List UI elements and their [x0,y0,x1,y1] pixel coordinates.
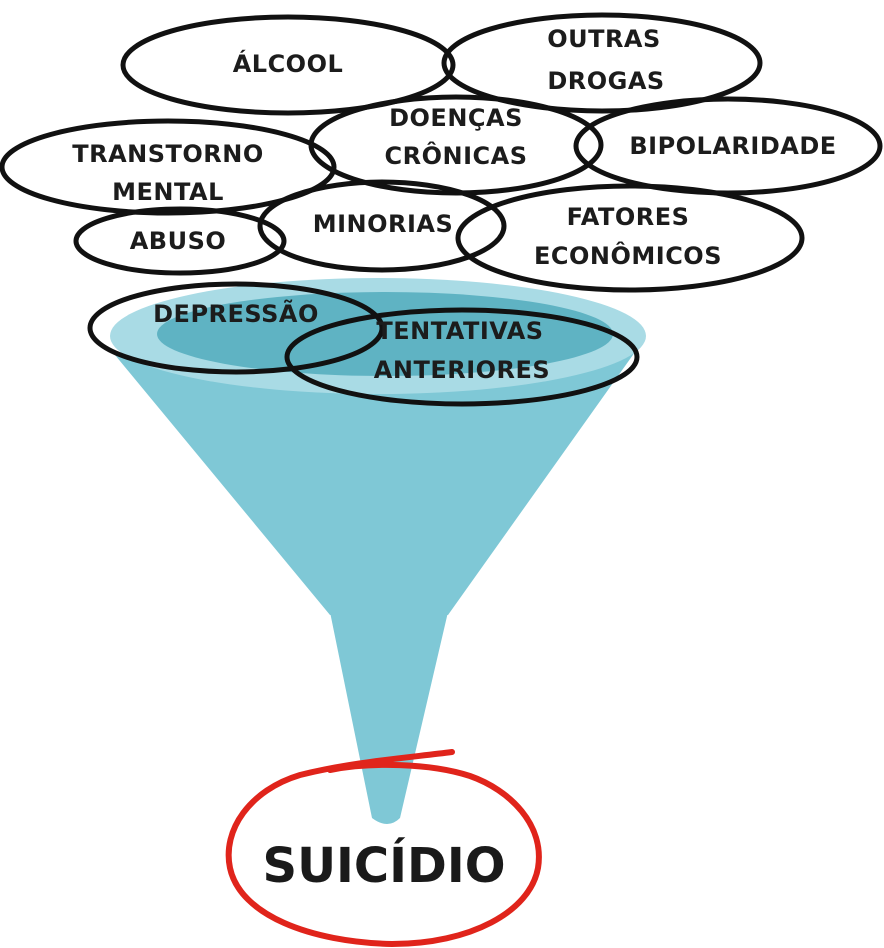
label-transtorno-mental-2: MENTAL [112,178,224,206]
funnel-cone [115,345,640,615]
label-fatores-economicos-2: ECONÔMICOS [534,240,722,270]
outcome: SUICÍDIO [225,749,542,948]
label-doencas-cronicas-line2: CRÔNICAS [385,140,528,170]
label-bipolaridade: BIPOLARIDADE [629,132,836,160]
ellipse-depressao [87,281,385,375]
factor-ellipses [0,12,883,407]
label-fatores-economicos: FATORES [567,203,690,231]
outcome-label: SUICÍDIO [263,837,506,894]
funnel-spout [330,612,448,824]
ellipse-alcool [120,14,456,116]
ellipse-tentativas-anteriores [284,307,640,407]
label-doencas-cronicas-line1: DOENÇAS [389,104,523,132]
label-outras-drogas-2: DROGAS [547,67,664,95]
label-outras-drogas-line1: OUTRAS [547,25,661,53]
label-doencas-cronicas: DOENÇAS [389,104,523,132]
label-tentativas-anteriores-line2: ANTERIORES [374,356,550,384]
label-outras-drogas: OUTRAS [547,25,661,53]
label-fatores-economicos-line1: FATORES [567,203,690,231]
ellipse-minorias [257,179,507,273]
label-tentativas-anteriores-2: ANTERIORES [374,356,550,384]
label-depressao: DEPRESSÃO [153,299,319,328]
label-tentativas-anteriores-line1: TENTATIVAS [376,317,543,345]
label-transtorno-mental: TRANSTORNO [72,140,264,168]
ellipse-transtorno-mental [0,118,337,216]
label-transtorno-mental-line2: MENTAL [112,178,224,206]
ellipse-outras-drogas [441,12,763,114]
ellipse-abuso [73,206,287,276]
ellipse-fatores-economicos [455,183,805,293]
label-fatores-economicos-line2: ECONÔMICOS [534,240,722,270]
label-minorias: MINORIAS [313,210,454,238]
factor-labels: ÁLCOOL OUTRAS DROGAS DOENÇAS CRÔNICAS TR… [72,25,836,384]
label-doencas-cronicas-2: CRÔNICAS [385,140,528,170]
label-abuso: ABUSO [130,227,227,255]
label-outras-drogas-line2: DROGAS [547,67,664,95]
outcome-circle [225,749,542,948]
label-transtorno-mental-line1: TRANSTORNO [72,140,264,168]
label-alcool: ÁLCOOL [233,49,344,78]
label-tentativas-anteriores: TENTATIVAS [376,317,543,345]
